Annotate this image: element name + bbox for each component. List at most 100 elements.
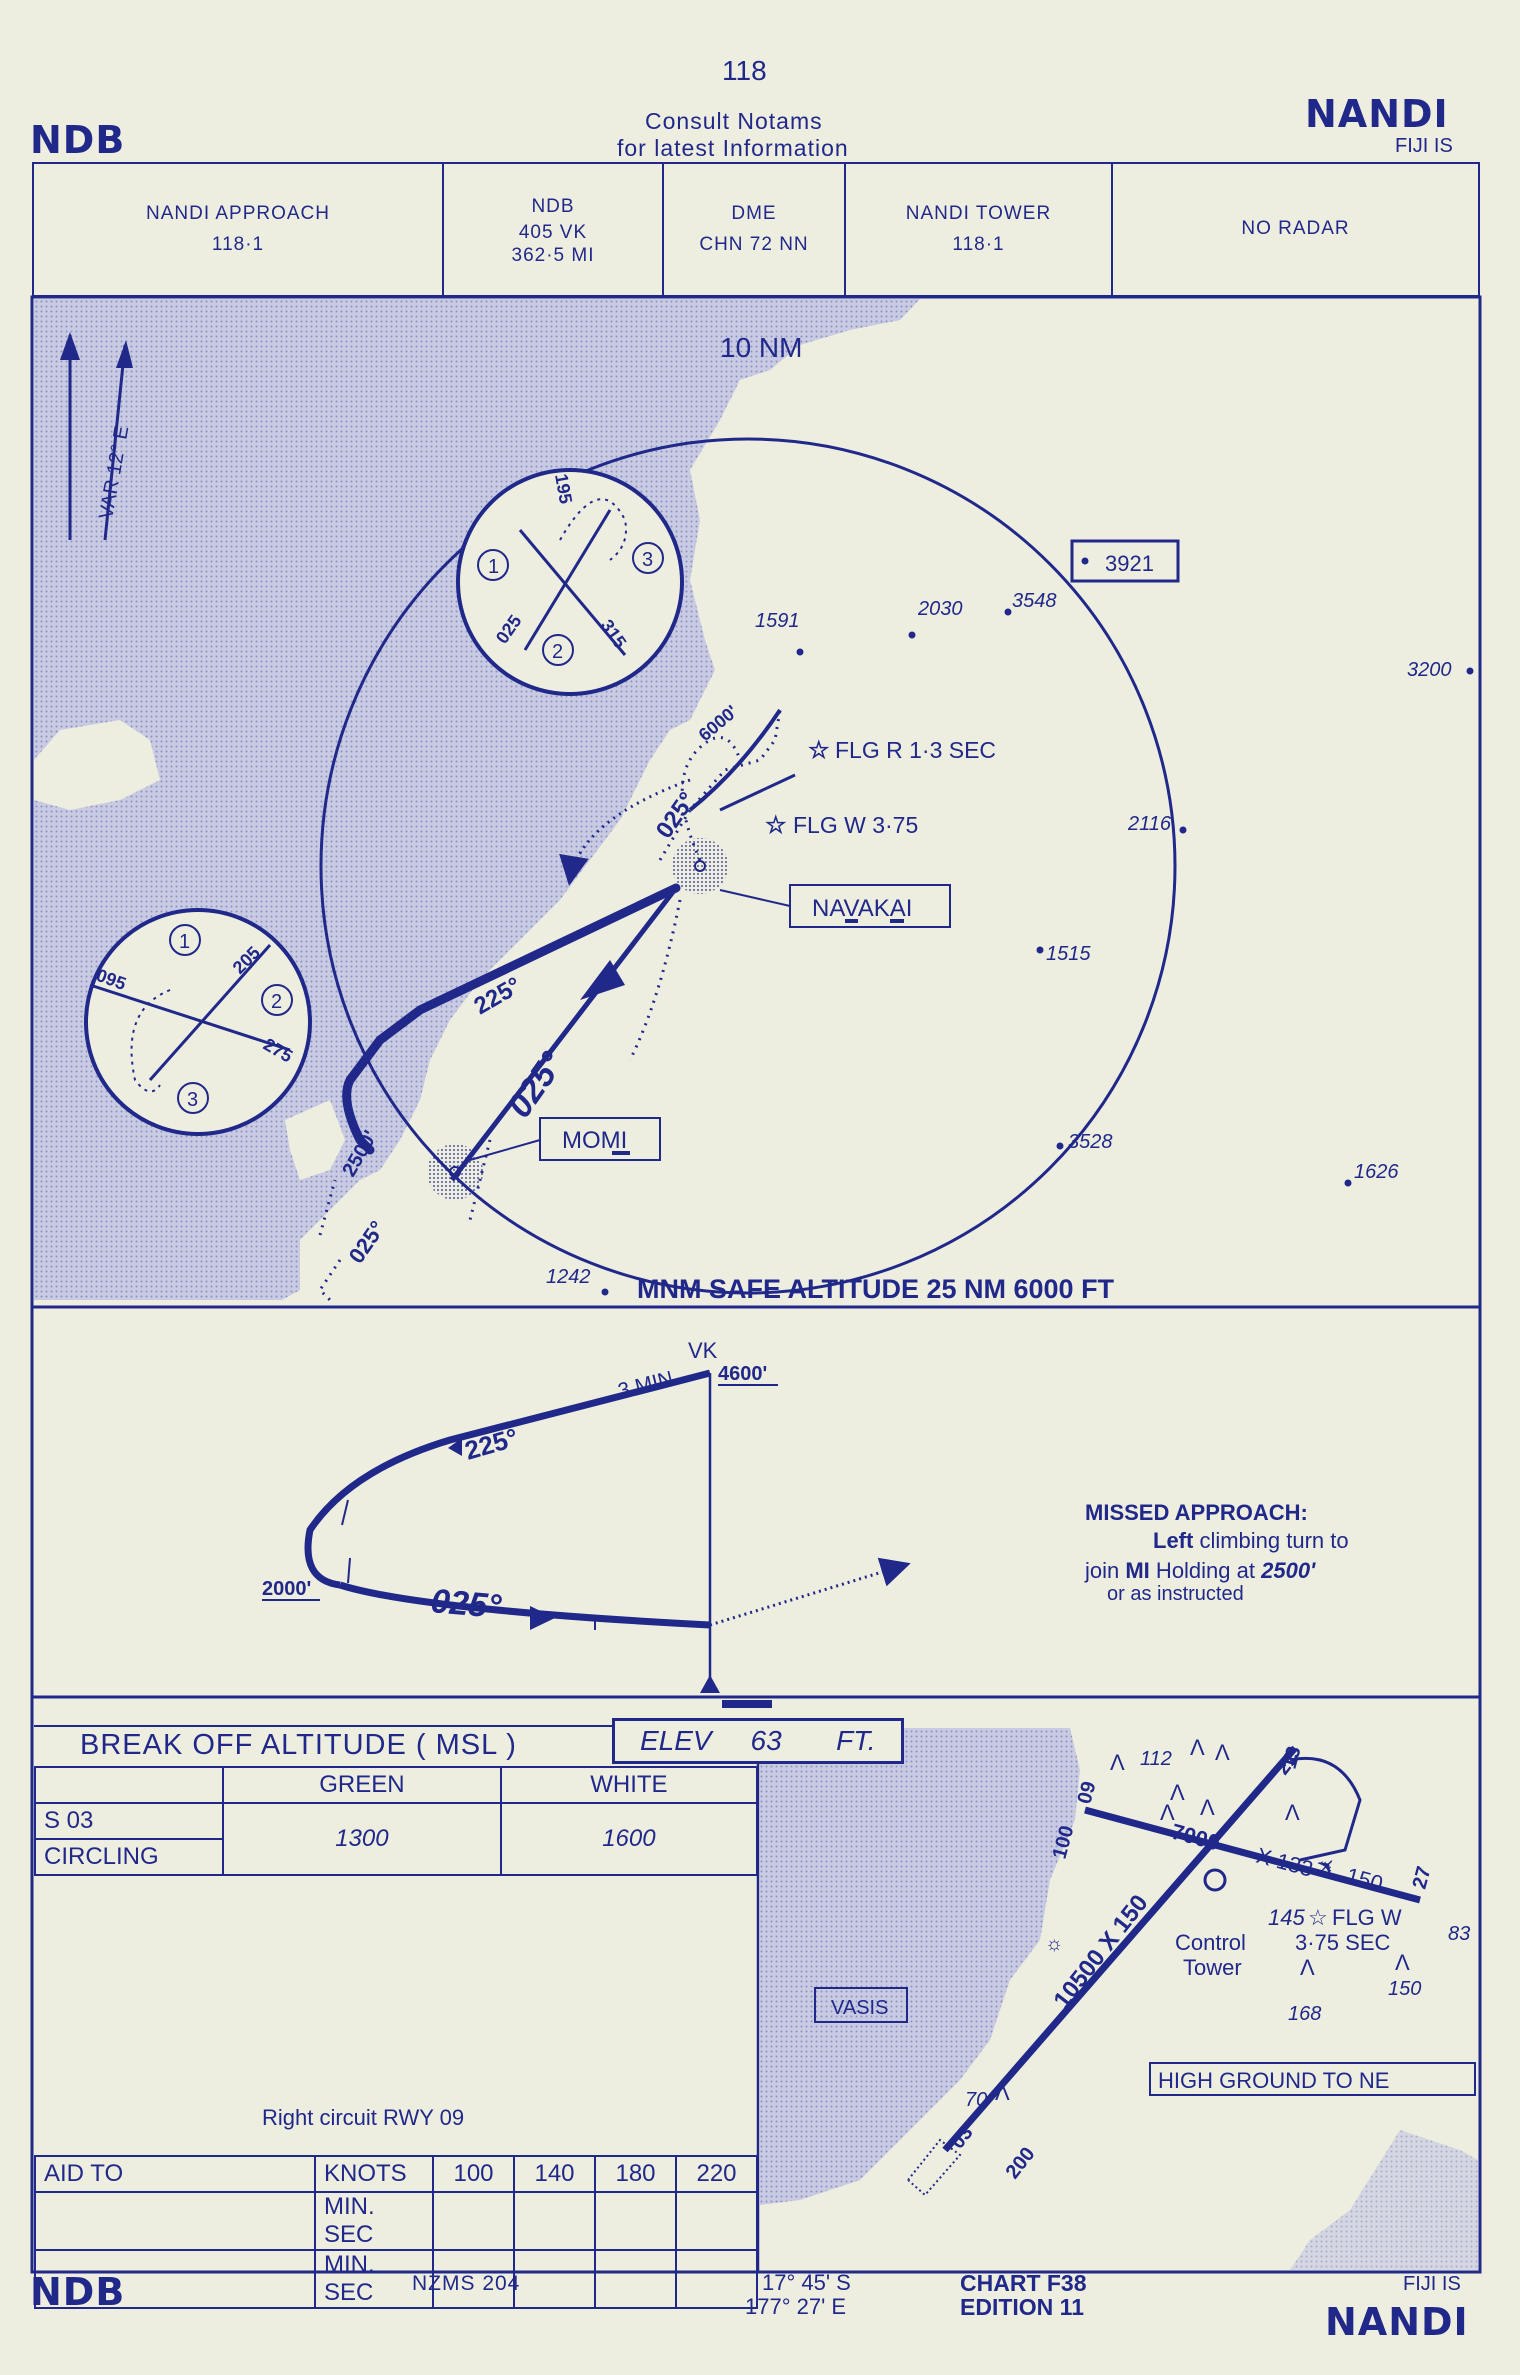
inbound-track — [450, 886, 678, 1182]
radar-status: NO RADAR — [1241, 218, 1350, 240]
timing-cell — [675, 2249, 758, 2309]
svg-text:☆: ☆ — [765, 812, 787, 839]
missed-climb: climbing turn to — [1193, 1528, 1348, 1553]
rwy-main-dims: 10500 X 150 — [1048, 1890, 1153, 2014]
timing-min-sec-1: MIN. SEC — [314, 2191, 434, 2251]
minima-col-green: GREEN — [222, 1766, 502, 1804]
dme-label: DME — [731, 203, 777, 225]
crs-025-inbound: 025° — [651, 787, 702, 843]
svg-text:Λ: Λ — [1110, 1750, 1125, 1775]
spot-3548: 3548 — [1012, 590, 1057, 612]
light-flg-r: FLG R 1·3 SEC — [835, 737, 996, 763]
alt-6000: 6000' — [695, 701, 742, 745]
minima-green-value: 1300 — [222, 1802, 502, 1876]
notam-notice-1: Consult Notams — [645, 108, 823, 134]
ndb-line2: 362·5 MI — [511, 244, 595, 266]
rwy-27: 27 — [1409, 1864, 1436, 1891]
missed-line2: join MI Holding at 2500' — [1084, 1558, 1316, 1583]
minima-col-white: WHITE — [499, 1766, 759, 1804]
footer-map-ref: NZMS 204 — [412, 2272, 521, 2295]
missed-left: Left — [1153, 1528, 1194, 1553]
elevation-box — [612, 1718, 904, 1764]
rwy-cross-width: X 133 — [1254, 1843, 1316, 1882]
crs-025-final: 025° — [344, 1216, 391, 1268]
profile-outbound: 225° — [461, 1422, 521, 1466]
break-off-title: BREAK OFF ALTITUDE ( MSL ) — [80, 1729, 517, 1761]
outbound-track — [342, 883, 681, 1155]
thr-13: 13 — [1279, 1744, 1306, 1771]
footer-country: FIJI IS — [1403, 2273, 1461, 2295]
aerodrome-land — [760, 1728, 1080, 2205]
comms-tower: NANDI TOWER 118·1 — [846, 162, 1113, 297]
profile-fix: VK — [688, 1338, 718, 1363]
svg-text:☼: ☼ — [1045, 1933, 1063, 1955]
spot-3528: 3528 — [1068, 1131, 1113, 1153]
msa-label: MNM SAFE ALTITUDE 25 NM 6000 FT — [637, 1274, 1115, 1304]
missed-alt: 2500' — [1260, 1558, 1316, 1583]
missed-line3: or as instructed — [1107, 1583, 1244, 1605]
runway-09-27 — [1084, 1806, 1421, 1904]
spot-145: 145 — [1268, 1905, 1305, 1930]
spot-2116: 2116 — [1127, 813, 1172, 835]
comms-radar: NO RADAR — [1113, 162, 1478, 297]
range-ring-10nm — [319, 437, 1177, 1295]
missed-holding: Holding at — [1150, 1558, 1261, 1583]
svg-text:Λ: Λ — [1395, 1950, 1410, 1975]
timing-cell — [594, 2191, 677, 2251]
tower-label-1: Control — [1175, 1930, 1246, 1955]
missed-join: join — [1084, 1558, 1125, 1583]
svg-text:Λ: Λ — [995, 2080, 1010, 2105]
missed-approach-title: MISSED APPROACH: — [1085, 1500, 1308, 1525]
procedure-type: NDB — [30, 118, 126, 162]
timing-min-sec-2: MIN. SEC — [314, 2249, 434, 2309]
minima-row-s03: S 03 — [34, 1802, 224, 1840]
ad-light: FLG W — [1332, 1905, 1402, 1930]
hold2-three: 3 — [187, 1089, 198, 1111]
svg-text:Λ: Λ — [1170, 1780, 1185, 1805]
rwy-cross-width2: 150 — [1344, 1863, 1386, 1897]
elevation: ELEV 63 FT. — [640, 1725, 876, 1756]
profile-time: 3 MIN — [616, 1367, 676, 1403]
timing-cell — [675, 2191, 758, 2251]
spot-1515: 1515 — [1046, 943, 1091, 965]
circuit-note: Right circuit RWY 09 — [262, 2105, 465, 2130]
profile-min-alt: 2000' — [262, 1578, 311, 1600]
spot-1242: 1242 — [546, 1266, 591, 1288]
speed-140: 140 — [513, 2155, 596, 2193]
timing-cell — [594, 2249, 677, 2309]
tower-name: NANDI TOWER — [905, 203, 1052, 225]
notam-notice-2: for latest Information — [617, 135, 849, 161]
spot-150: 150 — [1388, 1978, 1421, 2000]
crs-025-main: 025° — [500, 1045, 572, 1125]
spot-70: 70 — [965, 2089, 987, 2111]
profile-inbound: 025° — [429, 1582, 503, 1626]
spot-3200: 3200 — [1407, 659, 1452, 681]
profile-fix-alt: 4600' — [718, 1363, 767, 1385]
timing-cell — [513, 2249, 596, 2309]
comms-ndb: NDB 405 VK 362·5 MI — [444, 162, 664, 297]
thr-200: 200 — [1002, 2143, 1040, 2183]
timing-cell — [432, 2249, 515, 2309]
page-number: 118 — [722, 55, 767, 86]
holding-inset-2 — [84, 908, 312, 1136]
rwy-09: 09 — [1074, 1779, 1101, 1806]
range-ring-label: 10 NM — [720, 332, 802, 363]
svg-text:Λ: Λ — [1285, 1800, 1300, 1825]
light-flg-w: FLG W 3·75 — [793, 812, 918, 838]
svg-text:☆: ☆ — [808, 737, 830, 764]
minima-table: GREEN WHITE S 03 1300 1600 CIRCLING — [34, 1766, 759, 1876]
footer-chart: CHART F38 — [960, 2270, 1087, 2296]
airport-name: NANDI — [1305, 92, 1449, 136]
timing-aid-2 — [34, 2249, 316, 2309]
ndb-line1: 405 VK — [518, 221, 588, 243]
spot-112: 112 — [1140, 1748, 1172, 1770]
vasis-label: VASIS — [831, 1997, 888, 2019]
ndb-navakai-symbol — [672, 838, 728, 894]
footer-airport: NANDI — [1325, 2300, 1469, 2344]
spot-3921: 3921 — [1105, 551, 1154, 576]
speed-180: 180 — [594, 2155, 677, 2193]
momi-label: MOMI — [562, 1127, 627, 1154]
island-west — [34, 720, 160, 810]
minima-white-value: 1600 — [499, 1802, 759, 1876]
